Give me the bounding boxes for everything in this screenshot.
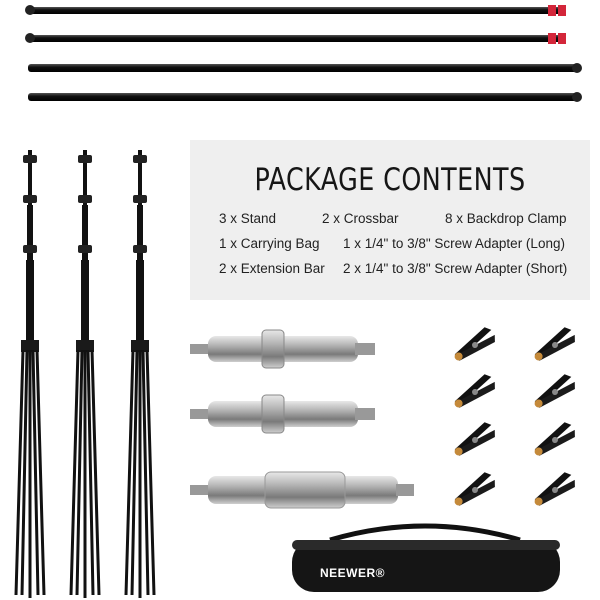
crossbar [25, 5, 566, 16]
package-contents-panel: PACKAGE CONTENTS 3 x Stand 2 x Crossbar … [190, 140, 590, 300]
extension-bar [28, 92, 582, 102]
screw-adapter-long [190, 471, 414, 509]
crossbar [25, 33, 566, 44]
backdrop-clamp [534, 472, 575, 506]
light-stand [14, 150, 46, 598]
backdrop-clamp [534, 327, 575, 361]
screw-adapter-short [190, 394, 375, 434]
content-item: 1 x Carrying Bag [219, 236, 320, 251]
content-item: 2 x Extension Bar [219, 261, 325, 276]
content-item: 2 x Crossbar [322, 211, 399, 226]
light-stand [124, 150, 156, 598]
light-stand [69, 150, 101, 598]
extension-bar [28, 63, 582, 73]
carrying-bag [292, 523, 560, 592]
content-item: 3 x Stand [219, 211, 277, 226]
content-item: 2 x 1/4" to 3/8" Screw Adapter (Short) [343, 261, 568, 276]
panel-title: PACKAGE CONTENTS [254, 162, 526, 198]
backdrop-clamp [454, 374, 495, 408]
brand-logo: NEEWER® [320, 566, 386, 580]
content-item: 8 x Backdrop Clamp [445, 211, 567, 226]
content-item: 1 x 1/4" to 3/8" Screw Adapter (Long) [343, 236, 565, 251]
backdrop-clamp [534, 422, 575, 456]
screw-adapter-short [190, 329, 375, 369]
backdrop-clamp [454, 422, 495, 456]
backdrop-clamp [454, 472, 495, 506]
backdrop-clamp [454, 327, 495, 361]
backdrop-clamp [534, 374, 575, 408]
